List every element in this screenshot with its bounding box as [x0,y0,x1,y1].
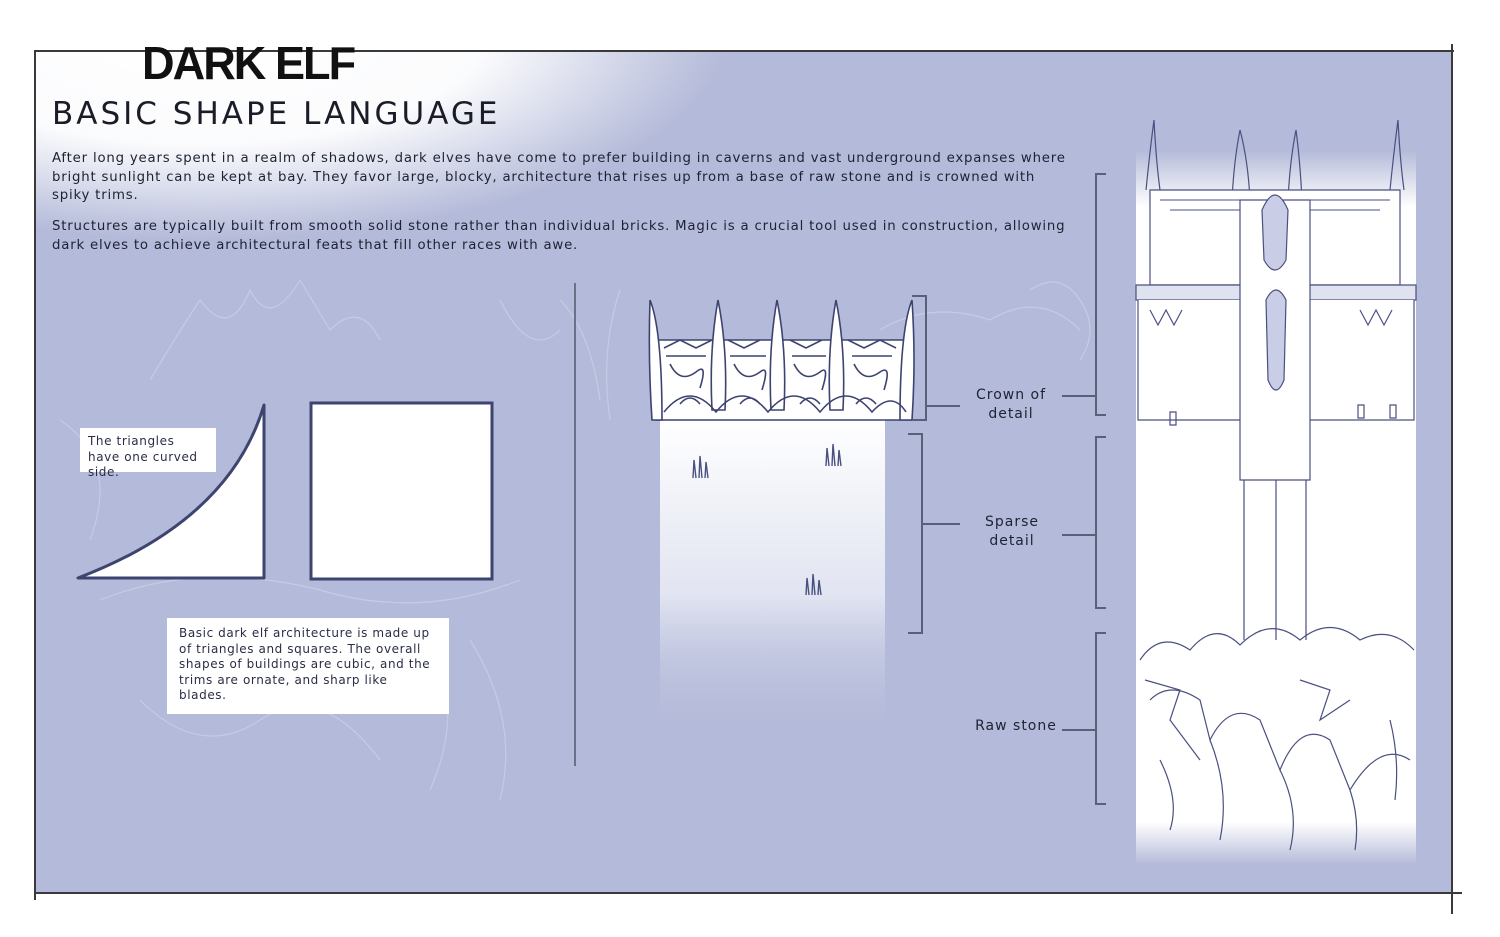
middle-brackets [908,295,960,634]
architecture-note: Basic dark elf architecture is made up o… [167,618,449,714]
page-subtitle: BASIC SHAPE LANGUAGE [52,96,501,132]
square-shape [309,401,494,581]
big-tower-sketch [1135,119,1417,851]
triangle-note: The triangles have one curved side. [80,428,216,479]
frame-right-line [1451,44,1453,914]
tower-crown [648,299,915,421]
curved-triangle-shape [76,403,266,580]
label-raw-stone: Raw stone [975,718,1057,734]
tower-arrow-slits [692,443,842,596]
frame-bottom-line [34,892,1462,894]
label-crown-of-detail: Crown of detail [975,387,1047,422]
tower-body [660,420,885,740]
frame-top-line [34,50,1454,52]
right-brackets [1062,173,1106,805]
title-glow [34,52,734,242]
page-title: DARK ELF [142,37,356,89]
intro-paragraph-2: Structures are typically built from smoo… [52,219,1066,253]
intro-paragraph-1: After long years spent in a realm of sha… [52,151,1066,203]
label-sparse-detail: Sparse detail [984,514,1039,549]
frame-left-line [34,50,36,900]
